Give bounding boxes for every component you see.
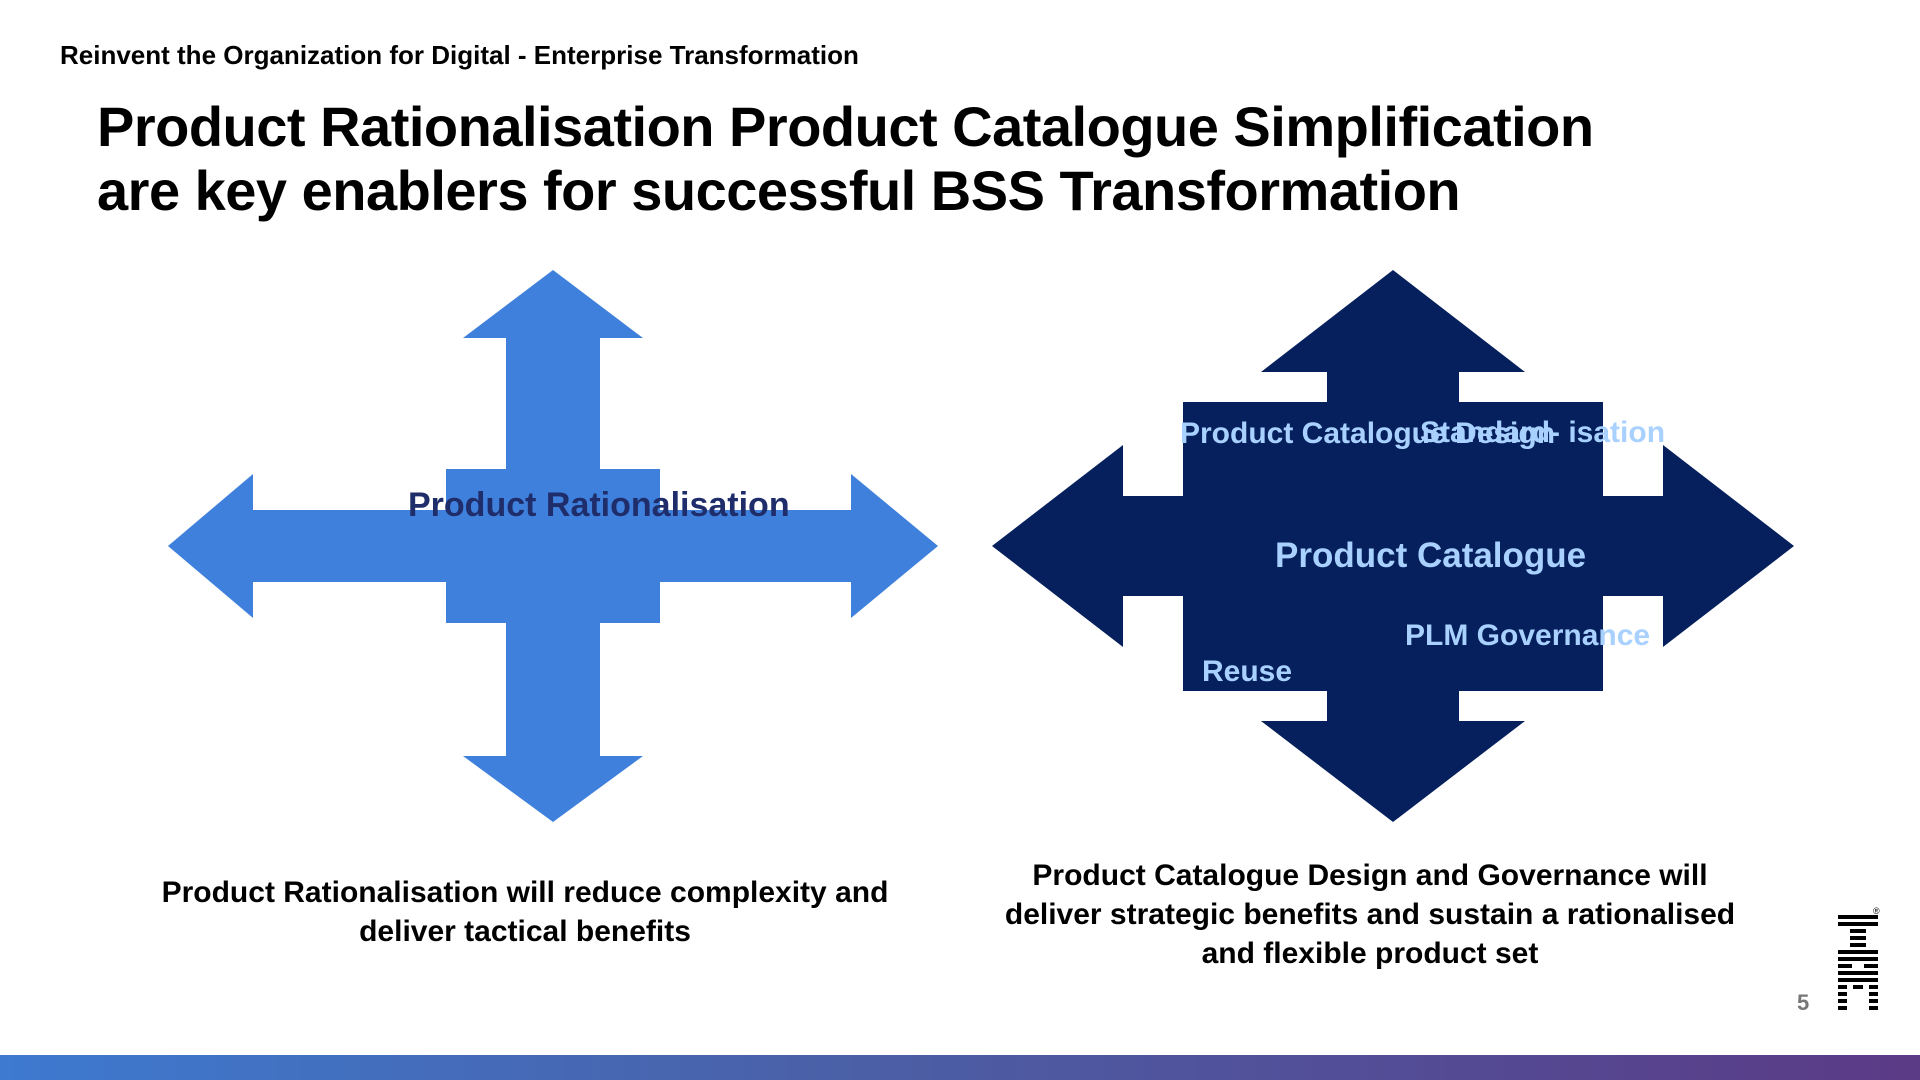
left-four-way-arrow [168, 270, 938, 822]
left-caption: Product Rationalisation will reduce comp… [161, 876, 889, 948]
right-four-way-arrow [992, 270, 1794, 822]
bottom-gradient-bar [0, 1055, 1920, 1080]
page-number: 5 [1797, 990, 1810, 1015]
page-title-line-1: Product Rationalisation Product Catalogu… [97, 95, 1594, 158]
product-rationalisation-label: Product Rationalisation [408, 486, 790, 524]
plm-governance-label: PLM Governance [1405, 619, 1651, 652]
page-title: Product Rationalisation Product Catalogu… [97, 95, 1594, 223]
logo-registered-mark: ® [1873, 906, 1880, 916]
ibm-logo [1838, 915, 1878, 1010]
page-title-line-2: are key enablers for successful BSS Tran… [97, 159, 1461, 222]
reuse-label: Reuse [1201, 655, 1293, 688]
standardisation-label: Standard- isation [1420, 416, 1666, 449]
right-caption: Product Catalogue Design and Governance … [1004, 859, 1736, 970]
section-header: Reinvent the Organization for Digital - … [60, 40, 859, 70]
product-catalogue-label: Product Catalogue [1275, 536, 1587, 575]
product-catalogue-design-label: Product Catalogue Design [1180, 415, 1555, 453]
